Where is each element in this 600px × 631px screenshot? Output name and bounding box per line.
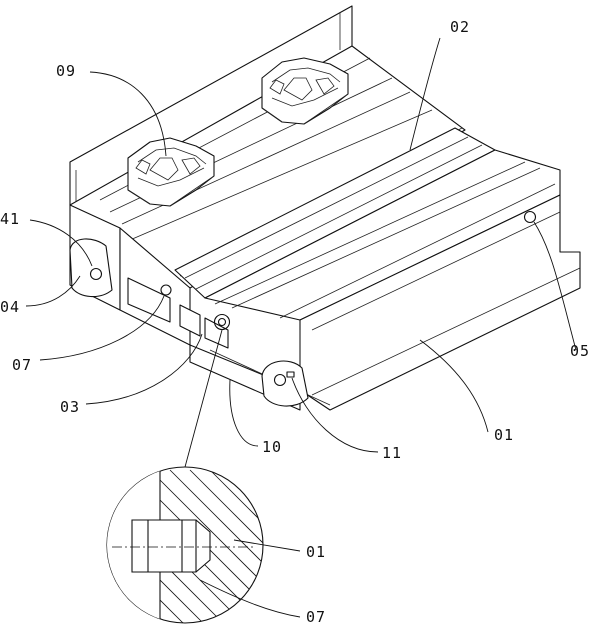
- label-10: 10: [262, 438, 282, 456]
- part-labels: 02 09 41 04 07 03 10 11 01 05 01 07: [0, 18, 590, 626]
- leader-lines: [25, 37, 577, 468]
- pin-07-section: [131, 519, 211, 573]
- leader-11: [291, 377, 379, 453]
- clamp-block-rear: [261, 57, 349, 125]
- leader-02: [409, 37, 441, 151]
- label-41: 41: [0, 210, 20, 228]
- leader-detail-01: [233, 539, 301, 552]
- label-11: 11: [382, 444, 402, 462]
- leader-05: [533, 221, 577, 351]
- label-detail-01: 01: [306, 543, 326, 561]
- pin-07: [160, 284, 172, 296]
- pin-11: [286, 371, 295, 378]
- ear-right: [261, 360, 309, 407]
- leader-41: [29, 219, 93, 267]
- label-04: 04: [0, 298, 20, 316]
- leader-01: [419, 339, 489, 433]
- hole-05: [523, 210, 537, 224]
- label-03: 03: [60, 398, 80, 416]
- front-slot-1: [179, 304, 201, 337]
- label-01: 01: [494, 426, 514, 444]
- label-09: 09: [56, 62, 76, 80]
- label-05: 05: [570, 342, 590, 360]
- detail-leader: [184, 329, 223, 468]
- leader-04: [25, 275, 81, 307]
- label-02: 02: [450, 18, 470, 36]
- front-box-window: [127, 277, 171, 323]
- ear-left: [69, 238, 113, 298]
- label-detail-07: 07: [306, 608, 326, 626]
- label-07: 07: [12, 356, 32, 374]
- pin-10: [213, 313, 231, 331]
- leader-10: [229, 379, 259, 447]
- leader-09: [89, 71, 167, 157]
- clamp-block-front: [127, 137, 215, 207]
- detail-view: [106, 466, 301, 624]
- leader-detail-07: [199, 579, 301, 618]
- front-slot-2: [204, 317, 229, 349]
- leader-03: [85, 333, 203, 405]
- leader-07: [39, 295, 165, 361]
